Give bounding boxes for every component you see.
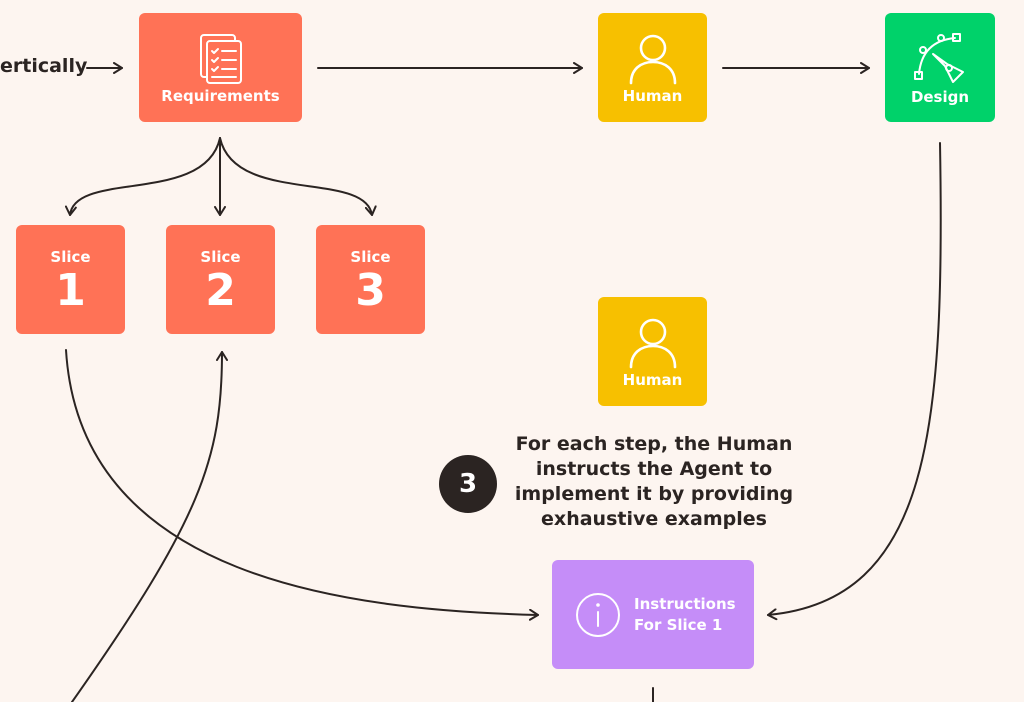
person-icon	[626, 31, 680, 87]
arrow-into-slice-2	[71, 351, 228, 702]
slice-1-label: Slice	[50, 247, 91, 266]
step-number-badge: 3	[439, 455, 497, 513]
step-description: For each step, the Human instructs the A…	[514, 433, 794, 530]
instructions-label: Instructions For Slice 1	[634, 594, 736, 636]
instructions-node[interactable]: Instructions For Slice 1	[552, 560, 754, 669]
info-icon	[574, 591, 622, 639]
slice-2-label: Slice	[200, 247, 241, 266]
arrow-design-to-instructions	[767, 142, 942, 621]
checklist-document-icon	[193, 31, 249, 87]
arrow-slice-1-to-instructions	[65, 349, 539, 621]
design-label: Design	[910, 87, 970, 106]
instructions-title: Instructions	[634, 594, 736, 613]
slice-3-node[interactable]: Slice 3	[316, 225, 425, 334]
slice-2-node[interactable]: Slice 2	[166, 225, 275, 334]
requirements-node[interactable]: Requirements	[139, 13, 302, 122]
human-mid-label: Human	[622, 370, 683, 389]
human-top-label: Human	[622, 86, 683, 105]
slice-1-node[interactable]: Slice 1	[16, 225, 125, 334]
arrow-requirements-to-slice-1	[64, 137, 221, 216]
human-node-top[interactable]: Human	[598, 13, 707, 122]
requirements-label: Requirements	[161, 86, 280, 105]
pen-tool-icon	[911, 30, 969, 88]
arrow-requirements-to-slice-3	[219, 137, 377, 216]
person-icon	[626, 315, 680, 371]
slice-3-number: 3	[355, 264, 386, 316]
lead-text: ertically	[0, 55, 88, 77]
design-node[interactable]: Design	[885, 13, 995, 122]
human-node-mid[interactable]: Human	[598, 297, 707, 406]
instructions-subtitle: For Slice 1	[634, 615, 723, 634]
slice-3-label: Slice	[350, 247, 391, 266]
slice-1-number: 1	[55, 264, 86, 316]
slice-2-number: 2	[205, 264, 236, 316]
